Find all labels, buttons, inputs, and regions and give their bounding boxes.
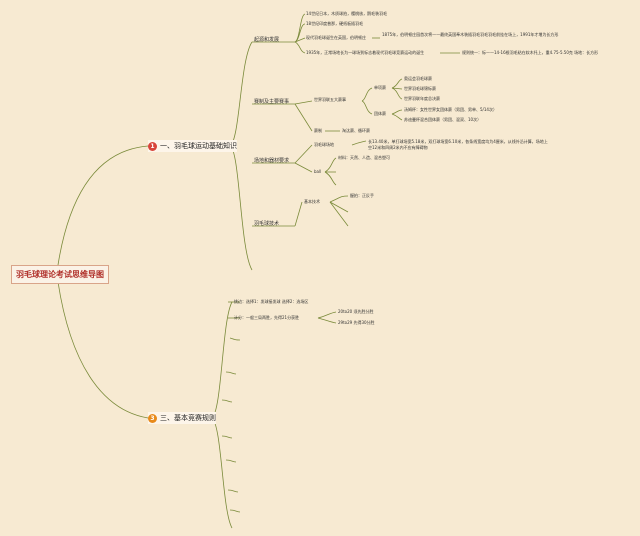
node-world-events[interactable]: 世界羽联五大赛事 bbox=[314, 97, 346, 102]
number-1-icon: 1 bbox=[148, 141, 157, 151]
connector bbox=[391, 113, 403, 121]
connector bbox=[317, 317, 337, 324]
node-basic-skills[interactable]: 基本技术 bbox=[304, 199, 320, 204]
origin-item-4[interactable]: 1875年，伯明顿庄园首次将——最终英国奉木装插羽毛羽毛羽毛前挂在场上，1991… bbox=[382, 32, 559, 37]
connector bbox=[294, 201, 303, 227]
origin-item-5[interactable]: 1935年，正常场地长为一球场到标志着现代羽毛球竞赛运动的诞生 bbox=[306, 50, 425, 55]
connector bbox=[324, 171, 337, 186]
connector bbox=[329, 201, 349, 213]
origin-item-2[interactable]: 18世纪印度普那，硬纸板插羽毛 bbox=[306, 21, 364, 26]
single-item-1[interactable]: 奥运会羽毛球赛 bbox=[404, 76, 432, 81]
node-venue[interactable]: 场地和器材要求 bbox=[254, 158, 290, 164]
connector bbox=[391, 78, 403, 89]
grip-item[interactable]: 握拍：正反手 bbox=[350, 193, 374, 198]
connector bbox=[221, 399, 233, 403]
connector bbox=[391, 87, 403, 100]
court-note[interactable]: 长13.40米，单打球场宽5.18米，双打球场宽6.10米，各条线宽度均为4厘米… bbox=[368, 139, 548, 150]
node-single[interactable]: 单项赛 bbox=[374, 85, 386, 90]
connector bbox=[294, 37, 306, 43]
single-item-2[interactable]: 世界羽毛球锦标赛 bbox=[404, 86, 436, 91]
branch-basics-label: 一、羽毛球运动基础知识 bbox=[160, 142, 237, 150]
connector bbox=[361, 100, 373, 115]
connector bbox=[317, 311, 337, 319]
origin-item-6[interactable]: 规则统一：标——14-16根羽毛粘在软木托上，重4.75-5.50克 场地：长方… bbox=[462, 50, 599, 55]
origin-item-3[interactable]: 现代羽毛球诞生在英国，伯明顿庄 bbox=[306, 35, 366, 40]
connector bbox=[57, 281, 149, 419]
node-skills[interactable]: 羽毛球技术 bbox=[254, 221, 280, 227]
connector bbox=[229, 337, 241, 341]
node-ball[interactable]: ball bbox=[314, 169, 322, 174]
score-item-1[interactable]: 20to20 须先胜分胜 bbox=[338, 309, 374, 314]
connector bbox=[294, 13, 306, 43]
connector bbox=[294, 103, 313, 132]
node-team[interactable]: 团体赛 bbox=[374, 111, 386, 116]
connector bbox=[57, 145, 149, 266]
connector bbox=[211, 417, 233, 529]
team-item-1[interactable]: 汤姆杯：女性世界女团体赛（男团、男单、5/14次） bbox=[404, 107, 497, 112]
ball-item-1[interactable]: 材料：天然、人造、混合塑可 bbox=[338, 155, 390, 160]
connector bbox=[294, 23, 306, 43]
root-topic[interactable]: 羽毛球理论考试思维导图 bbox=[11, 265, 109, 284]
connector bbox=[294, 100, 313, 105]
connector bbox=[294, 144, 313, 164]
score-item-2[interactable]: 29to29 先得30分胜 bbox=[338, 320, 375, 325]
branch-basics[interactable]: 1 一、羽毛球运动基础知识 bbox=[148, 140, 237, 152]
connector bbox=[329, 195, 349, 203]
system-value[interactable]: 淘汰赛、循环赛 bbox=[342, 128, 370, 133]
connector bbox=[294, 41, 306, 54]
connector bbox=[324, 157, 337, 173]
node-court[interactable]: 羽毛球场地 bbox=[314, 142, 334, 147]
connector bbox=[361, 87, 373, 102]
connector bbox=[225, 459, 237, 463]
single-item-3[interactable]: 世界羽联年度总决赛 bbox=[404, 96, 440, 101]
connector bbox=[391, 87, 403, 90]
branch-rules-label: 三、基本竞赛规则 bbox=[160, 414, 216, 422]
node-origin[interactable]: 起源和发展 bbox=[254, 37, 280, 43]
origin-item-1[interactable]: 14世纪日本，木质球拍，樱桃核，鹅毛装羽毛 bbox=[306, 11, 388, 16]
connector bbox=[391, 109, 403, 115]
connector bbox=[211, 301, 233, 419]
connector bbox=[221, 435, 233, 439]
team-item-2[interactable]: 苏迪曼杯混合团体赛（男团、混双、10次） bbox=[404, 117, 482, 122]
connector bbox=[351, 140, 367, 146]
connector bbox=[227, 489, 239, 493]
connector bbox=[229, 509, 241, 513]
connector bbox=[329, 201, 349, 227]
branch-rules[interactable]: 3 三、基本竞赛规则 bbox=[148, 412, 216, 424]
connector bbox=[229, 145, 253, 271]
connector bbox=[225, 371, 237, 375]
node-pick[interactable]: 挑边：选择1：发球接发球 选择2：选场区 bbox=[234, 299, 309, 304]
node-score[interactable]: 计分：一般三局两胜，先得21分获胜 bbox=[234, 315, 300, 320]
connector bbox=[294, 162, 313, 173]
node-system[interactable]: 赛制 bbox=[314, 128, 322, 133]
connector bbox=[229, 41, 253, 147]
number-3-icon: 3 bbox=[148, 413, 157, 423]
node-events[interactable]: 赛制及主要赛事 bbox=[254, 99, 290, 105]
